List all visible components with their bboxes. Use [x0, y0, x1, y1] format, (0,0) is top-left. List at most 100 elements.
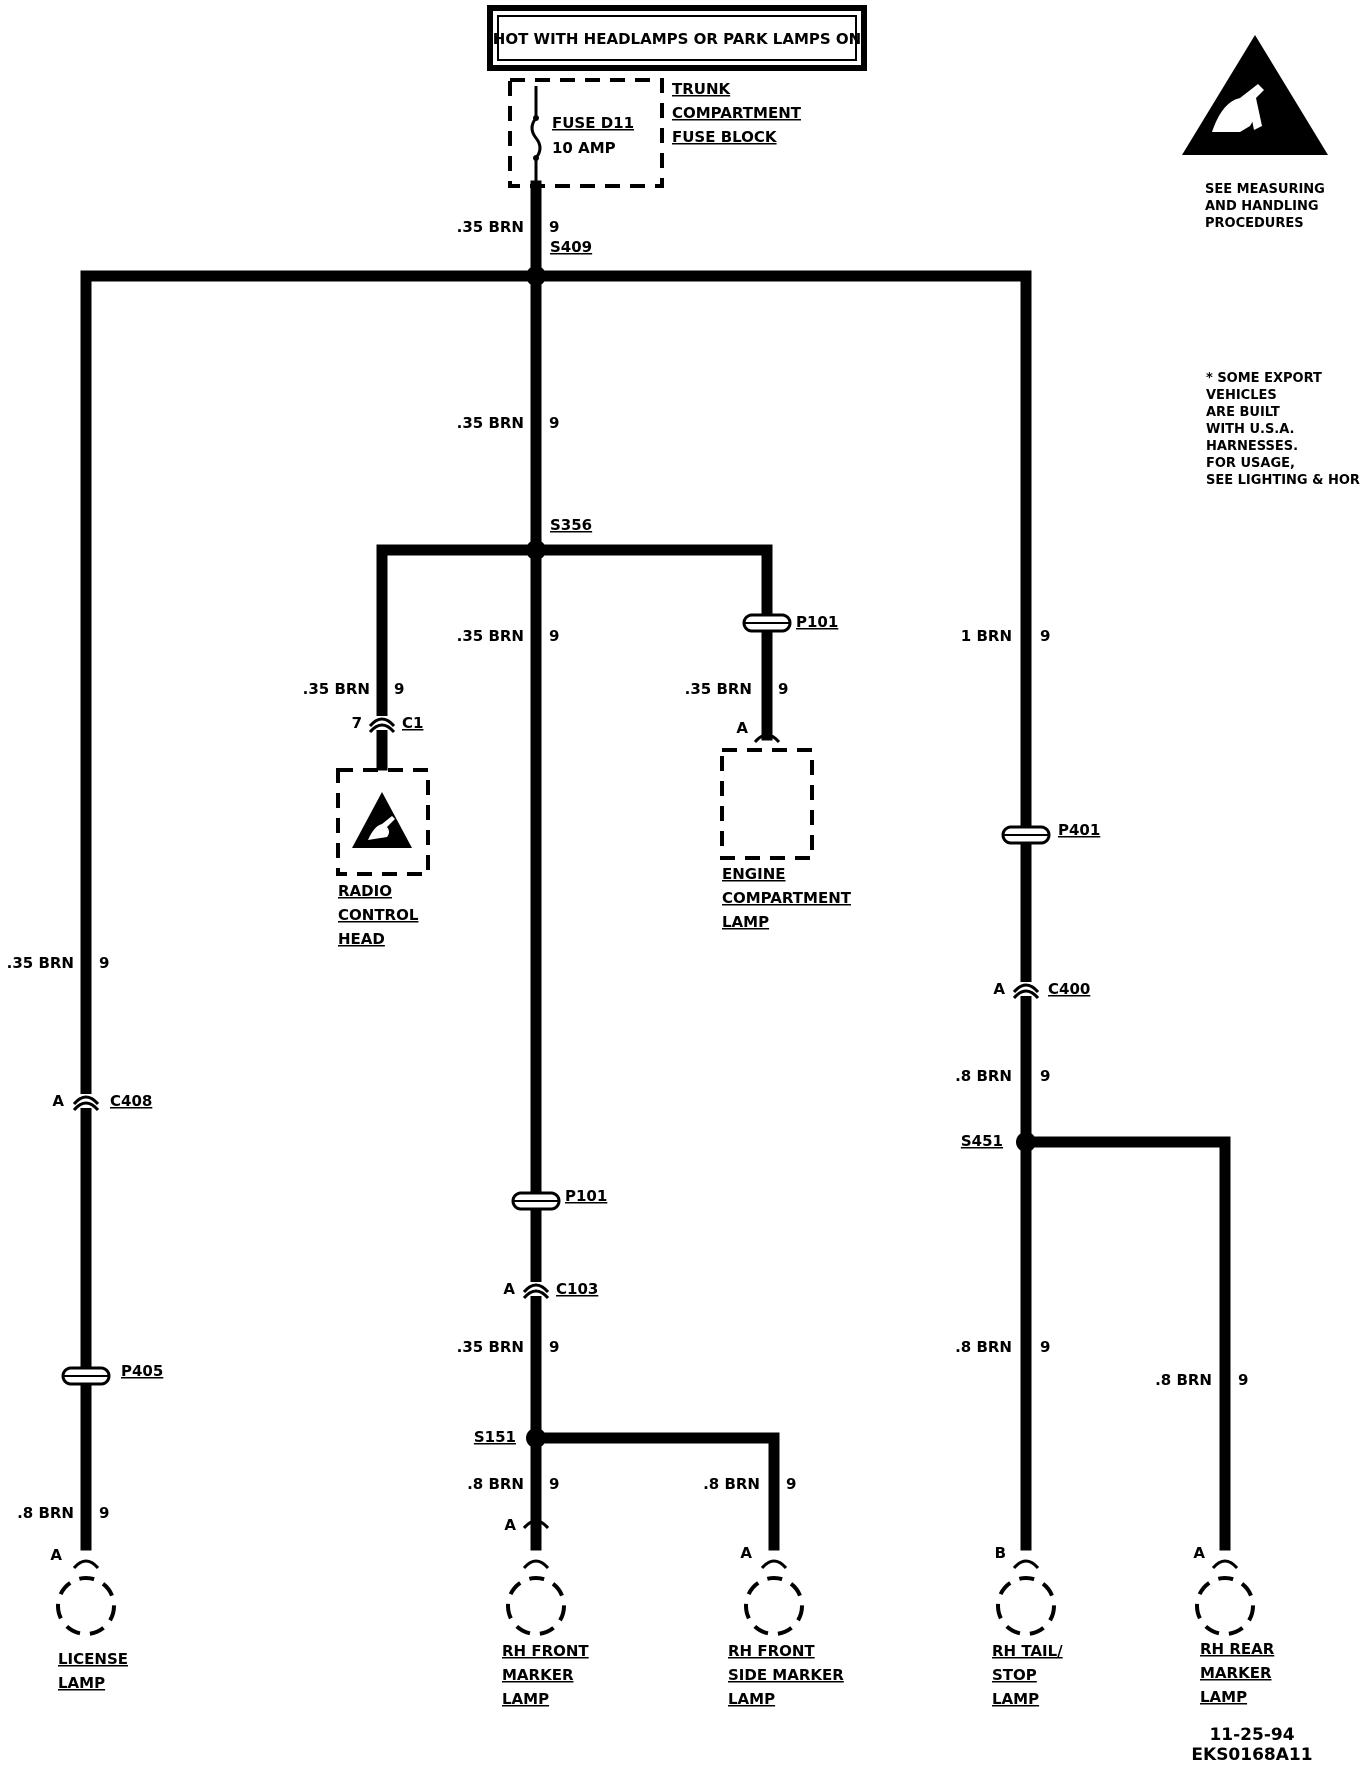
connector-p101-label: P101 [796, 613, 838, 631]
lamp-bulb-icon [744, 1576, 804, 1636]
wire-size-label: 1 BRN [961, 627, 1012, 645]
export-note-line2: VEHICLES [1206, 388, 1277, 403]
lamp-bulb-icon [506, 1576, 566, 1636]
wire-circuit-label: 9 [1040, 627, 1050, 645]
fuse-block-line2: COMPARTMENT [672, 104, 802, 122]
wire-size-label: .8 BRN [1155, 1371, 1212, 1389]
power-source-label: HOT WITH HEADLAMPS OR PARK LAMPS ON [493, 30, 861, 48]
license-lamp-line1: LICENSE [58, 1650, 128, 1668]
wire-size-label: .35 BRN [303, 680, 370, 698]
radio-control-head: RADIO CONTROL HEAD [336, 768, 430, 948]
connector-c408: A C408 [52, 1092, 152, 1112]
pin-7-label: 7 [352, 714, 362, 732]
rh-front-side-marker-line3: LAMP [728, 1690, 775, 1708]
connector-c400-label: C400 [1048, 980, 1090, 998]
esd-note-line1: SEE MEASURING [1205, 182, 1325, 197]
rh-front-marker-line1: RH FRONT [502, 1642, 589, 1660]
license-lamp-line2: LAMP [58, 1674, 105, 1692]
license-lamp: A LICENSE LAMP [50, 1546, 128, 1692]
wire-circuit-label: 9 [1238, 1371, 1248, 1389]
pin-b-label: B [995, 1544, 1006, 1562]
rh-front-marker-line2: MARKER [502, 1666, 574, 1684]
grommet-p101-lower: P101 [511, 1187, 607, 1211]
pin-a-label: A [993, 980, 1005, 998]
esd-note-line3: PROCEDURES [1205, 216, 1304, 231]
splice-s356-label: S356 [550, 516, 592, 534]
connector-c408-label: C408 [110, 1092, 152, 1110]
splice-s151-dot [526, 1428, 546, 1448]
wire-size-label: .35 BRN [457, 627, 524, 645]
engine-lamp-line2: COMPARTMENT [722, 889, 852, 907]
wire-size-label: .35 BRN [457, 414, 524, 432]
export-note: * SOME EXPORT VEHICLES ARE BUILT WITH U.… [1206, 371, 1360, 488]
radio-line1: RADIO [338, 882, 392, 900]
grommet-p101-upper: P101 [742, 613, 838, 633]
rh-rear-marker-line1: RH REAR [1200, 1640, 1275, 1658]
wire-size-label: .35 BRN [7, 954, 74, 972]
rh-front-side-marker-line2: SIDE MARKER [728, 1666, 844, 1684]
connector-c103-label: C103 [556, 1280, 598, 1298]
lamp-bulb-icon [56, 1576, 116, 1636]
wire-circuit-label: 9 [549, 1338, 559, 1356]
rh-front-side-marker-lamp: A RH FRONT SIDE MARKER LAMP [728, 1544, 844, 1708]
export-note-line6: FOR USAGE, [1206, 456, 1295, 471]
wire-circuit-label: 9 [394, 680, 404, 698]
splice-s409-label: S409 [550, 238, 592, 256]
grommet-p405: P405 [61, 1362, 163, 1386]
lamp-bulb-icon [1195, 1576, 1255, 1636]
rh-front-marker-lamp: A RH FRONT MARKER LAMP [502, 1516, 589, 1708]
pin-a-label: A [740, 1544, 752, 1562]
splice-s409-dot [526, 266, 546, 286]
engine-lamp-line3: LAMP [722, 913, 769, 931]
grommet-p401: P401 [1001, 821, 1100, 845]
connector-p101-label: P101 [565, 1187, 607, 1205]
rh-tail-stop-line3: LAMP [992, 1690, 1039, 1708]
export-note-line5: HARNESSES. [1206, 439, 1298, 454]
wire-size-label: .8 BRN [703, 1475, 760, 1493]
wires [80, 180, 1231, 1551]
wire-circuit-label: 9 [778, 680, 788, 698]
rh-front-side-marker-line1: RH FRONT [728, 1642, 815, 1660]
export-note-line7: SEE LIGHTING & HORNS [1206, 473, 1360, 488]
splice-s151-label: S151 [474, 1428, 516, 1446]
wire-size-label: .8 BRN [17, 1504, 74, 1522]
wire-circuit-label: 9 [549, 627, 559, 645]
wire-circuit-label: 9 [786, 1475, 796, 1493]
wire-size-label: .8 BRN [955, 1067, 1012, 1085]
export-note-line4: WITH U.S.A. [1206, 422, 1295, 437]
power-source-box: HOT WITH HEADLAMPS OR PARK LAMPS ON [487, 5, 867, 71]
esd-warning-icon [1182, 35, 1328, 155]
pin-a-label: A [52, 1092, 64, 1110]
export-note-line3: ARE BUILT [1206, 405, 1280, 420]
engine-lamp-line1: ENGINE [722, 865, 786, 883]
pin-a-label: A [503, 1280, 515, 1298]
lamp-bulb-icon [996, 1576, 1056, 1636]
wire-labels: .35 BRN 9 .35 BRN 9 .35 BRN 9 .35 BRN 9 … [7, 218, 1249, 1522]
connector-c400: A C400 [993, 980, 1090, 1000]
fuse-block-line1: TRUNK [672, 80, 732, 98]
pin-a-label: A [50, 1546, 62, 1564]
rh-tail-stop-line1: RH TAIL/ [992, 1642, 1063, 1660]
footer-date: 11-25-94 [1209, 1725, 1294, 1745]
wire-circuit-label: 9 [1040, 1338, 1050, 1356]
rh-tail-stop-lamp: B RH TAIL/ STOP LAMP [992, 1544, 1063, 1708]
radio-line2: CONTROL [338, 906, 419, 924]
pin-a-label: A [736, 719, 748, 737]
wire-circuit-label: 9 [99, 1504, 109, 1522]
connector-c1: 7 C1 [352, 714, 423, 734]
fuse-block-line3: FUSE BLOCK [672, 128, 778, 146]
splice-s451-dot [1016, 1132, 1036, 1152]
engine-compartment-lamp: A ENGINE COMPARTMENT LAMP [720, 719, 852, 931]
wire-size-label: .8 BRN [467, 1475, 524, 1493]
splice-s356-dot [526, 540, 546, 560]
radio-line3: HEAD [338, 930, 385, 948]
fuse-name: FUSE D11 [552, 114, 634, 132]
wire-circuit-label: 9 [1040, 1067, 1050, 1085]
wire-circuit-label: 9 [549, 1475, 559, 1493]
esd-symbol-icon [352, 792, 412, 848]
wire-circuit-label: 9 [99, 954, 109, 972]
wire-size-label: .35 BRN [685, 680, 752, 698]
rh-tail-stop-line2: STOP [992, 1666, 1037, 1684]
wire-size-label: .35 BRN [457, 1338, 524, 1356]
